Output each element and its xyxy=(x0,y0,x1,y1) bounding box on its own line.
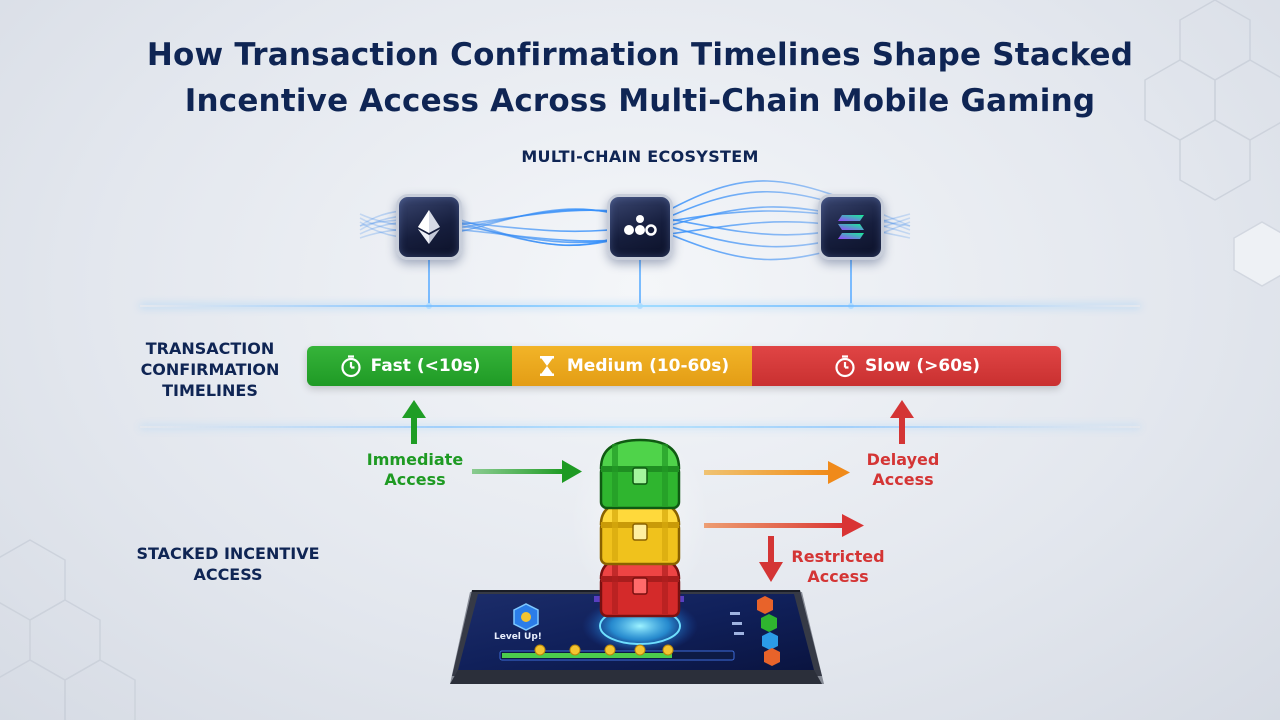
stacked-incentive-label: STACKED INCENTIVE ACCESS xyxy=(118,543,338,585)
timeline-slow-label: Slow (>60s) xyxy=(865,356,980,376)
immediate-access-line-1: Immediate xyxy=(366,450,464,469)
timelines-label: TRANSACTION CONFIRMATION TIMELINES xyxy=(130,338,290,401)
timelines-label-line-2: CONFIRMATION xyxy=(140,360,280,379)
chain-solana xyxy=(818,194,884,260)
ecosystem-glow-line xyxy=(140,305,1140,307)
green-treasure-chest xyxy=(599,438,681,510)
timeline-medium-label: Medium (10-60s) xyxy=(566,356,730,376)
immediate-access-line-2: Access xyxy=(384,470,446,489)
chain-ethereum xyxy=(396,194,462,260)
stacked-label-line-1: STACKED INCENTIVE xyxy=(136,544,320,563)
arrow-immediate-to-chest xyxy=(472,460,582,483)
page-title: How Transaction Confirmation Timelines S… xyxy=(0,32,1280,124)
timeline-glow-line xyxy=(140,426,1140,428)
up-arrow-slow xyxy=(890,400,914,444)
confirmation-timeline-bar: Fast (<10s) Medium (10-60s) Slow (>60s) xyxy=(307,346,1061,386)
timeline-segment-medium: Medium (10-60s) xyxy=(512,346,752,386)
up-arrow-fast xyxy=(402,400,426,444)
title-line-2: Incentive Access Across Multi-Chain Mobi… xyxy=(184,83,1096,119)
polkadot-icon xyxy=(624,215,657,236)
phone-level-text: Level Up! xyxy=(494,632,542,642)
timeline-fast-label: Fast (<10s) xyxy=(370,356,481,376)
delayed-access-line-1: Delayed xyxy=(866,450,940,469)
chain-polkadot xyxy=(607,194,673,260)
timeline-segment-slow: Slow (>60s) xyxy=(752,346,1061,386)
title-line-1: How Transaction Confirmation Timelines S… xyxy=(146,37,1134,73)
stopwatch-icon xyxy=(835,355,855,378)
restricted-access-line-2: Access xyxy=(807,567,869,586)
stopwatch-icon xyxy=(340,355,361,378)
ethereum-icon xyxy=(418,210,440,244)
red-treasure-chest xyxy=(599,554,681,618)
timelines-label-line-1: TRANSACTION xyxy=(145,339,275,358)
delayed-access-label: Delayed Access xyxy=(843,450,963,490)
timeline-segment-fast: Fast (<10s) xyxy=(307,346,512,386)
delayed-access-line-2: Access xyxy=(872,470,934,489)
restricted-access-label: Restricted Access xyxy=(778,547,898,587)
stacked-label-line-2: ACCESS xyxy=(193,565,263,584)
solana-icon xyxy=(838,215,864,239)
ecosystem-label: MULTI-CHAIN ECOSYSTEM xyxy=(521,147,759,166)
arrow-chest-to-delayed xyxy=(704,461,850,484)
timelines-label-line-3: TIMELINES xyxy=(162,381,258,400)
arrow-chest-to-restricted xyxy=(704,514,864,537)
hourglass-icon xyxy=(539,356,554,376)
yellow-treasure-chest xyxy=(599,498,681,566)
immediate-access-label: Immediate Access xyxy=(350,450,480,490)
restricted-access-line-1: Restricted xyxy=(791,547,885,566)
